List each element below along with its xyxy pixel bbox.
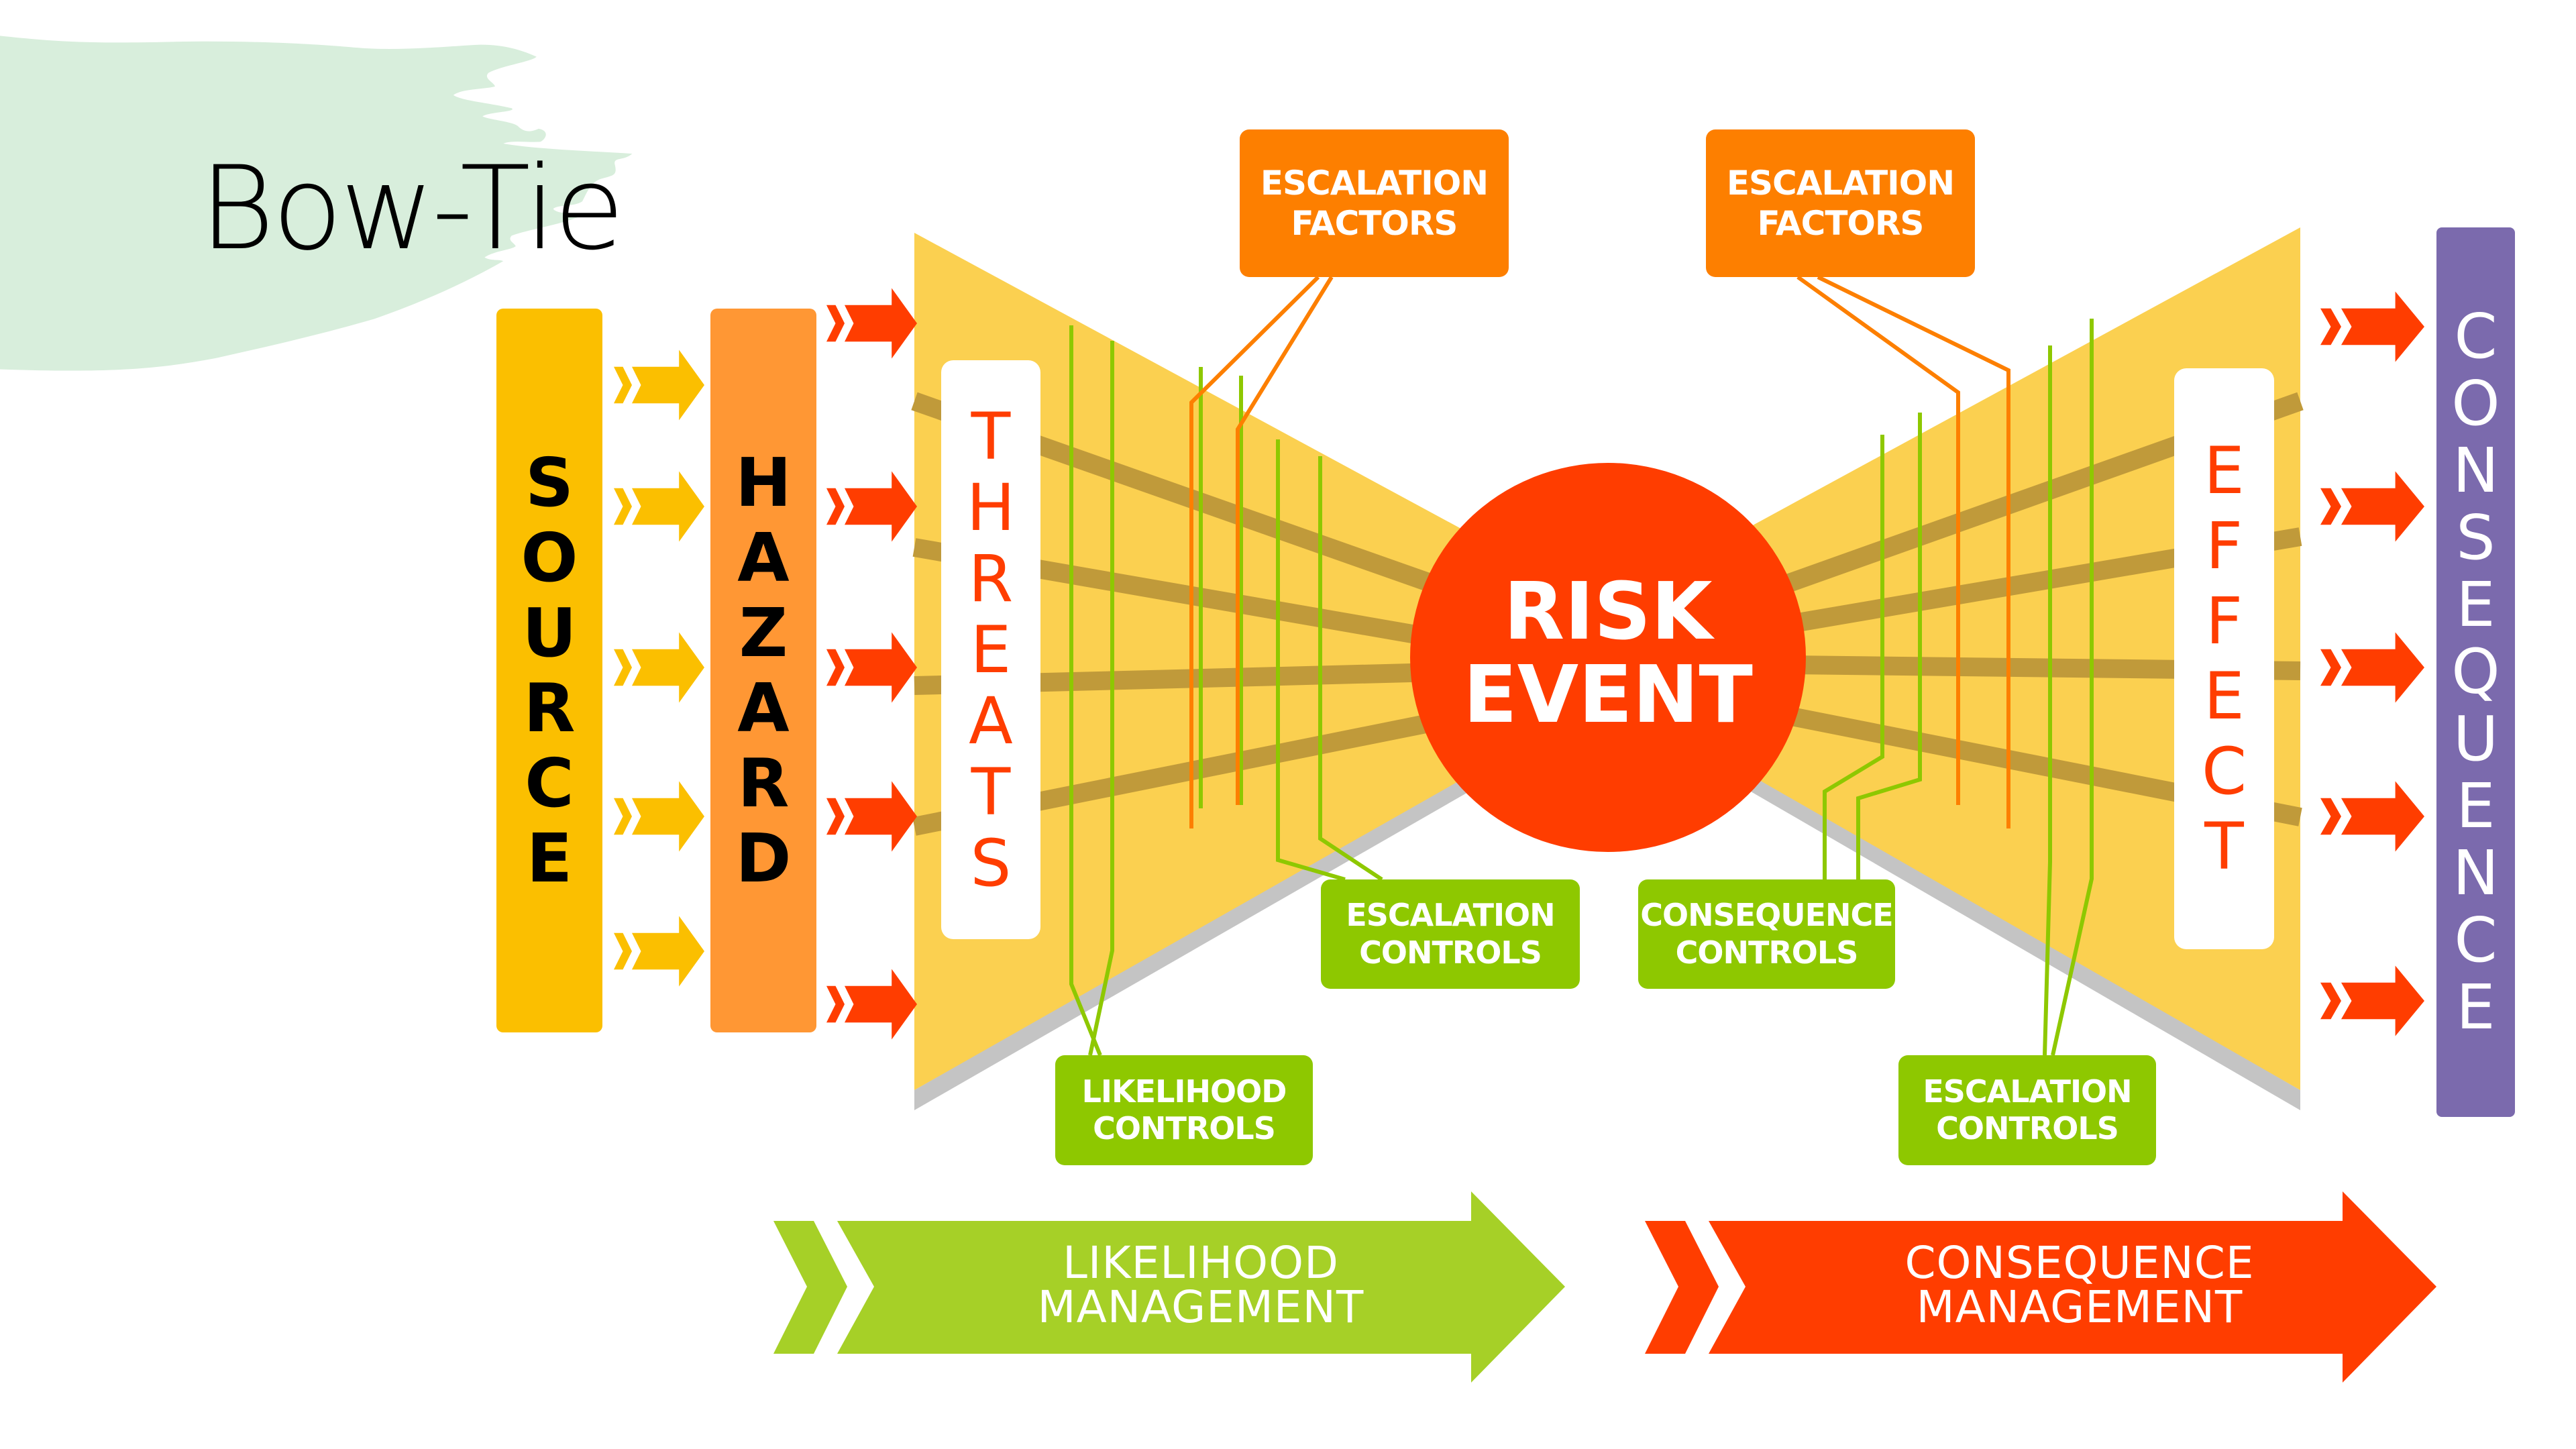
consequence-control-line [1856,413,1922,879]
escalation-control-line [2043,345,2052,1056]
source-arrow [614,471,704,542]
escalation-factors-left-box: ESCALATION FACTORS [1240,129,1509,277]
letter: F [2205,584,2243,659]
effect-arrow [2320,781,2424,852]
escalation-factor-line [1189,275,1320,828]
letter: C [2454,301,2498,372]
letter: R [737,743,790,822]
likelihood-management-arrow [773,1191,1565,1383]
source-arrow [614,916,704,987]
escalation-control-line [1276,439,1346,881]
likelihood-controls-box: LIKELIHOOD CONTROLS [1055,1055,1313,1165]
right-wing-shadow [1751,771,2300,1110]
letter: E [2204,433,2245,508]
letter: U [522,593,577,672]
source-arrow [614,632,704,703]
letter: R [968,541,1014,616]
letter: U [2453,703,2499,775]
consequence-management-label: CONSEQUENCE MANAGEMENT [1904,1237,2255,1333]
likelihood-control-line [1088,341,1114,1056]
hazard-arrow [826,471,917,542]
escalation-controls-left-box: ESCALATION CONTROLS [1321,879,1580,989]
letter: N [2453,837,2499,909]
escalation-factor-line [1817,275,2010,828]
risk-event-circle [1410,463,1806,852]
hazard-arrow [826,632,917,703]
letter: R [523,668,576,747]
escalation-factor-line [1796,275,1960,805]
letter: E [2204,659,2245,734]
consequence-controls-box: CONSEQUENCE CONTROLS [1638,879,1895,989]
source-arrow [614,781,704,852]
hazard-arrow [826,288,917,359]
escalation-control-line [1318,456,1383,881]
letter: E [2456,569,2496,641]
page-title: Bow-Tie [199,141,625,276]
letter: S [2456,502,2496,574]
letter: T [971,398,1011,474]
letter: A [969,683,1013,759]
escalation-control-line [2051,319,2094,1056]
letter: A [737,668,790,747]
source-arrow [614,350,704,421]
letter: F [2205,508,2243,584]
letter: E [526,818,573,898]
letter: S [970,825,1012,901]
effect-arrow [2320,965,2424,1036]
letter: E [2456,770,2496,842]
risk-event-label: RISK EVENT [1463,565,1753,741]
letter: Q [2451,636,2500,708]
effect-arrow [2320,632,2424,703]
effect-arrow [2320,291,2424,362]
likelihood-management-label: LIKELIHOOD MANAGEMENT [1037,1237,1364,1333]
letter: D [735,818,792,898]
letter: C [2454,904,2498,976]
escalation-factors-right-box: ESCALATION FACTORS [1706,129,1975,277]
letter: Z [739,593,788,672]
effect-arrow [2320,471,2424,542]
letter: H [966,470,1016,545]
letter: O [2451,368,2500,439]
letter: A [737,518,790,597]
left-wing-shadow [914,771,1469,1110]
letter: H [735,443,792,522]
letter: T [971,754,1011,830]
letter: C [2201,734,2247,809]
hazard-arrow [826,969,917,1040]
consequence-control-line [1823,435,1884,879]
escalation-factor-line [1236,276,1334,805]
letter: E [970,612,1012,688]
letter: T [2204,809,2244,884]
letter: E [2456,971,2496,1043]
letter: O [521,518,578,597]
consequence-management-arrow [1645,1191,2436,1383]
letter: N [2453,435,2499,506]
escalation-controls-right-box: ESCALATION CONTROLS [1898,1055,2156,1165]
letter: S [525,443,574,522]
hazard-arrow [826,781,917,852]
likelihood-control-line [1069,325,1102,1057]
letter: C [525,743,574,822]
